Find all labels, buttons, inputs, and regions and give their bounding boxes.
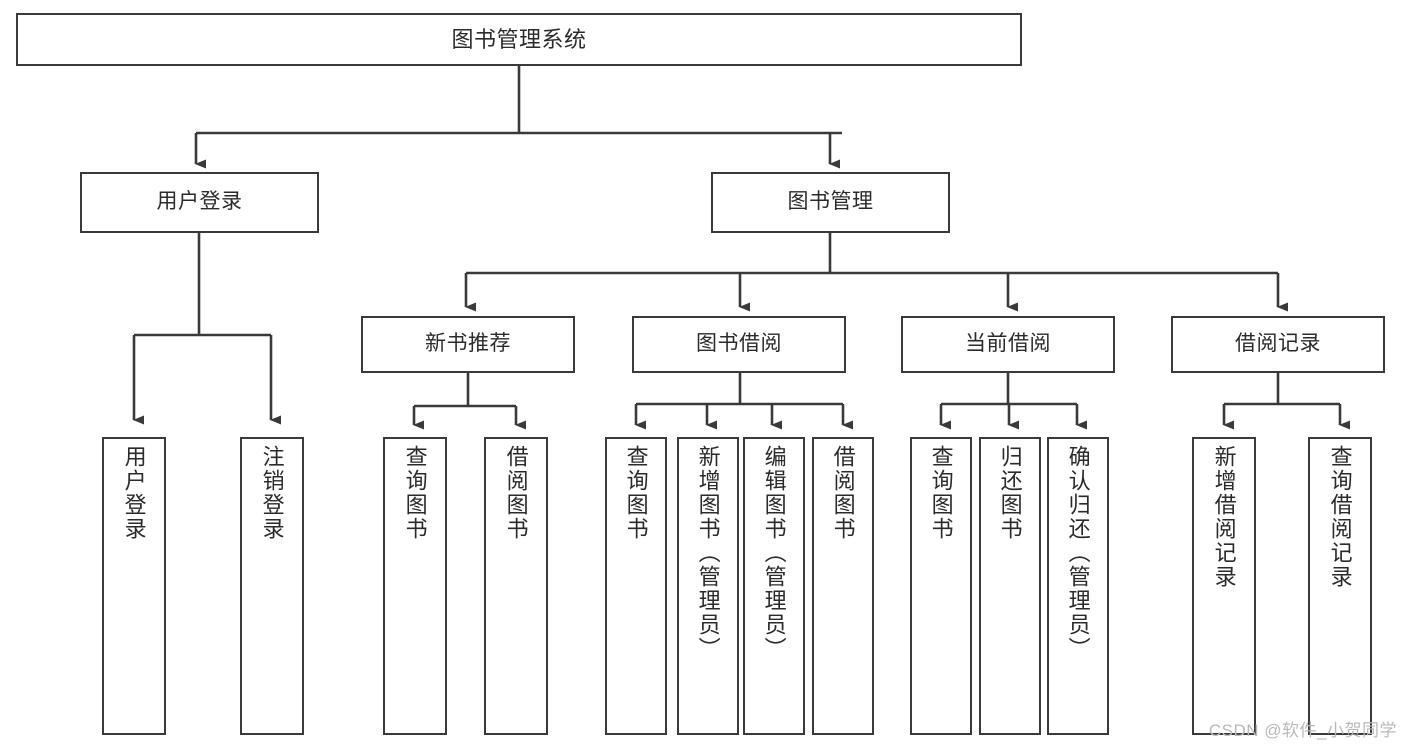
leaf-query-book-1[interactable]: 查询图书 [383, 437, 447, 735]
node-current-borrow[interactable]: 当前借阅 [901, 316, 1115, 373]
leaf-borrow-book-1-label: 借阅图书 [503, 445, 529, 541]
node-borrow-record-label: 借阅记录 [1235, 332, 1321, 356]
node-book-borrow[interactable]: 图书借阅 [632, 316, 846, 373]
leaf-return-book-label: 归还图书 [997, 445, 1023, 541]
node-book-borrow-label: 图书借阅 [696, 332, 782, 356]
node-user-login[interactable]: 用户登录 [80, 172, 319, 233]
leaf-edit-book[interactable]: 编辑图书（管理员） [743, 437, 805, 735]
leaf-borrow-book-2[interactable]: 借阅图书 [812, 437, 874, 735]
node-borrow-record[interactable]: 借阅记录 [1171, 316, 1385, 373]
leaf-query-book-3[interactable]: 查询图书 [910, 437, 972, 735]
leaf-query-book-2[interactable]: 查询图书 [605, 437, 667, 735]
leaf-borrow-book-1[interactable]: 借阅图书 [484, 437, 548, 735]
node-root-label: 图书管理系统 [451, 26, 587, 52]
leaf-borrow-book-2-label: 借阅图书 [830, 445, 856, 541]
leaf-add-record-label: 新增借阅记录 [1211, 445, 1237, 589]
node-new-book-recommend[interactable]: 新书推荐 [361, 316, 575, 373]
csdn-watermark: CSDN @软件_小贺同学 [1208, 721, 1397, 740]
leaf-logout-login[interactable]: 注销登录 [240, 437, 304, 735]
leaf-return-book[interactable]: 归还图书 [979, 437, 1041, 735]
leaf-user-login-label: 用户登录 [121, 445, 147, 541]
node-user-login-label: 用户登录 [156, 190, 243, 214]
leaf-confirm-return[interactable]: 确认归还（管理员） [1047, 437, 1109, 735]
leaf-user-login[interactable]: 用户登录 [102, 437, 166, 735]
leaf-edit-book-label: 编辑图书（管理员） [761, 445, 787, 661]
node-new-book-recommend-label: 新书推荐 [425, 332, 511, 356]
node-book-manage[interactable]: 图书管理 [711, 172, 950, 233]
leaf-add-book-label: 新增图书（管理员） [695, 445, 721, 661]
leaf-confirm-return-label: 确认归还（管理员） [1065, 445, 1091, 661]
node-book-manage-label: 图书管理 [787, 190, 874, 214]
leaf-query-record-label: 查询借阅记录 [1327, 445, 1353, 589]
leaf-query-book-3-label: 查询图书 [928, 445, 954, 541]
leaf-query-book-1-label: 查询图书 [402, 445, 428, 541]
leaf-query-record[interactable]: 查询借阅记录 [1308, 437, 1372, 735]
leaf-logout-login-label: 注销登录 [259, 445, 285, 541]
leaf-add-record[interactable]: 新增借阅记录 [1192, 437, 1256, 735]
node-root-book-management-system[interactable]: 图书管理系统 [16, 13, 1022, 66]
node-current-borrow-label: 当前借阅 [965, 332, 1051, 356]
leaf-query-book-2-label: 查询图书 [623, 445, 649, 541]
leaf-add-book[interactable]: 新增图书（管理员） [677, 437, 739, 735]
